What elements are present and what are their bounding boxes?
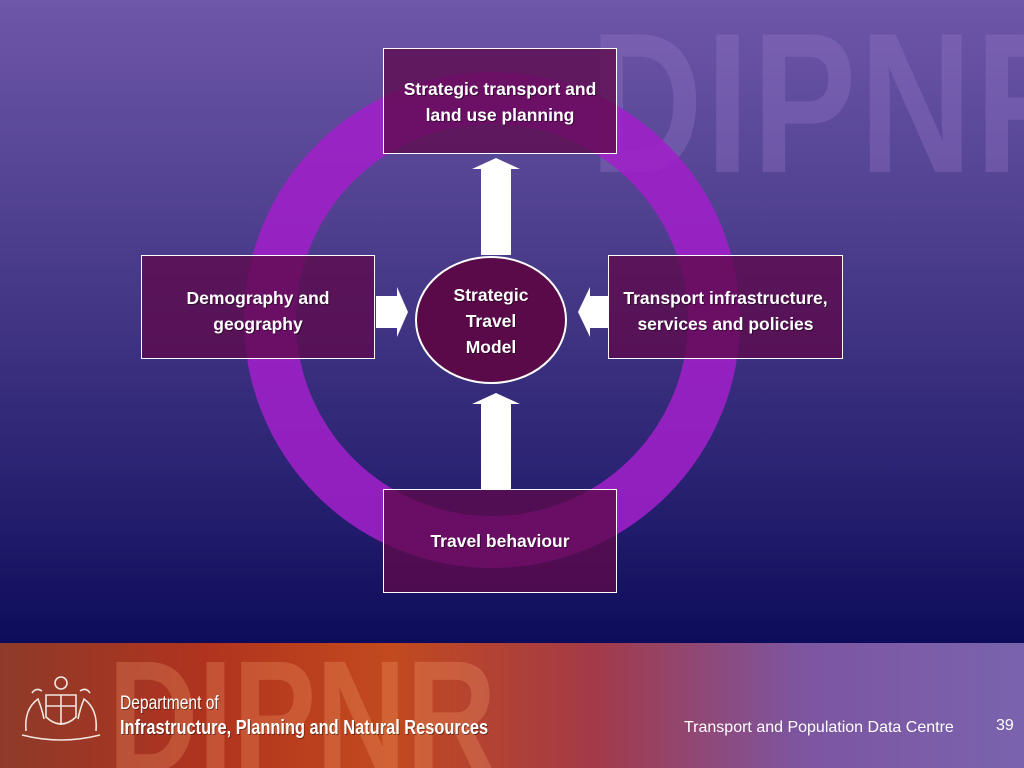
arrow-left — [578, 287, 608, 337]
footer-watermark: DIPNR — [108, 643, 497, 768]
arrow-up-top — [472, 158, 520, 255]
box-strategic-planning-label: Strategic transport and land use plannin… — [403, 79, 597, 125]
data-centre-name: Transport and Population Data Centre — [684, 719, 954, 736]
box-travel-behaviour-label: Travel behaviour — [430, 531, 570, 551]
coat-of-arms-icon — [21, 676, 101, 741]
box-transport-infrastructure: Transport infrastructure, services and p… — [608, 255, 843, 359]
footer-banner: DIPNR Department of Infrastructure, Plan… — [0, 643, 1024, 768]
center-ellipse — [415, 256, 567, 384]
box-strategic-planning: Strategic transport and land use plannin… — [383, 48, 617, 154]
box-transport-infrastructure-label: Transport infrastructure, services and p… — [623, 288, 828, 334]
arrow-right — [376, 287, 408, 337]
box-demography-label: Demography and geography — [186, 288, 330, 334]
box-demography: Demography and geography — [141, 255, 375, 359]
department-line1: Department of — [120, 693, 219, 714]
page-number: 39 — [996, 717, 1014, 734]
department-name: Infrastructure, Planning and Natural Res… — [120, 717, 489, 739]
strategic-travel-model-label: Strategic Travel Model — [453, 285, 529, 357]
box-travel-behaviour: Travel behaviour — [383, 489, 617, 593]
arrow-up-bottom — [472, 393, 520, 490]
